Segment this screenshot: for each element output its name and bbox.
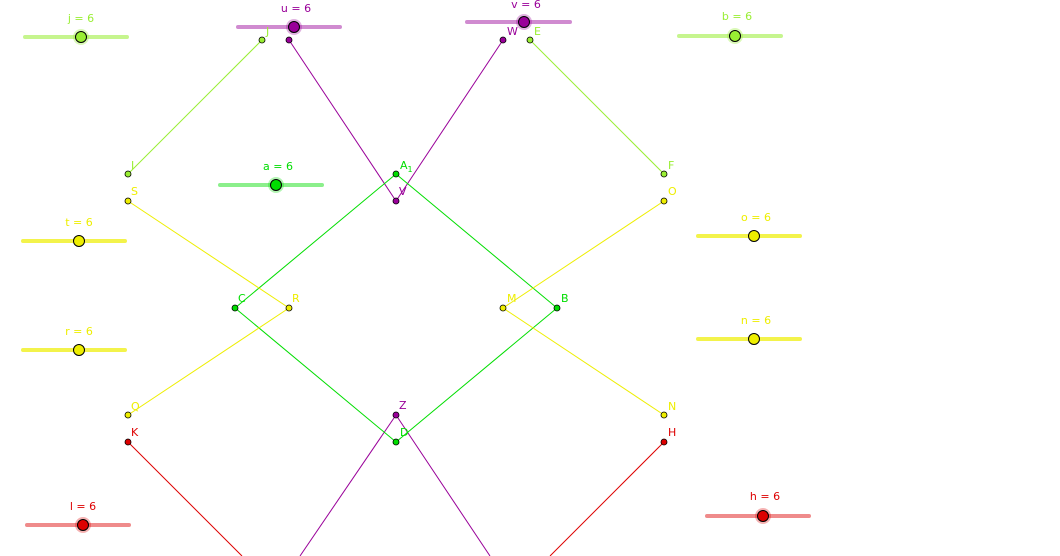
slider-knob[interactable] [748,333,760,345]
segment-a-c [234,173,397,309]
slider-u[interactable]: u = 6 [236,2,342,35]
point-z[interactable] [392,411,400,419]
slider-label: b = 6 [722,10,752,23]
label-i: I [131,159,134,172]
label-a1: A1 [400,159,413,174]
segment-j-i [127,39,263,175]
slider-o[interactable]: o = 6 [696,211,802,242]
slider-knob[interactable] [270,179,282,191]
label-w: W [507,25,518,38]
label-r: R [292,292,300,305]
slider-label: u = 6 [281,2,311,15]
slider-label: o = 6 [741,211,771,224]
segment-b-d [395,307,558,443]
label-h: H [668,426,676,439]
slider-b[interactable]: b = 6 [677,10,783,44]
label-f: F [668,159,674,172]
point-s[interactable] [124,197,132,205]
label-z: Z [399,399,407,412]
label-d: D [400,426,408,439]
label-j: J [265,25,269,38]
slider-j[interactable]: j = 6 [23,12,129,45]
segment-r-q [127,307,290,416]
slider-label: l = 6 [70,500,96,513]
slider-l[interactable]: l = 6 [25,500,131,533]
point-e[interactable] [526,36,534,44]
slider-label: j = 6 [67,12,94,25]
slider-r[interactable]: r = 6 [21,325,127,356]
point-b[interactable] [553,304,561,312]
point-f[interactable] [660,170,668,178]
slider-label: n = 6 [741,314,771,327]
label-b: B [561,292,569,305]
slider-label: v = 6 [511,0,541,11]
segment-k-bottom [127,441,243,556]
slider-knob[interactable] [729,30,741,42]
segment-s-r [127,200,290,309]
segment-z-left [299,414,397,556]
point-d[interactable] [392,438,400,446]
point-h[interactable] [660,438,668,446]
slider-knob[interactable] [73,235,85,247]
slider-label: r = 6 [65,325,93,338]
slider-knob[interactable] [518,16,530,28]
slider-knob[interactable] [77,519,89,531]
point-v[interactable] [392,197,400,205]
slider-t[interactable]: t = 6 [21,216,127,247]
segment-o-m [502,200,665,309]
segment-u-v [288,39,397,202]
slider-knob[interactable] [757,510,769,522]
slider-label: t = 6 [65,216,93,229]
point-n[interactable] [660,411,668,419]
point-q[interactable] [124,411,132,419]
point-c[interactable] [231,304,239,312]
slider-a[interactable]: a = 6 [218,160,324,193]
segment-m-n [502,307,665,416]
label-e: E [534,25,541,38]
point-a1[interactable] [392,170,400,178]
point-k[interactable] [124,438,132,446]
segment-h-bottom [549,441,665,556]
segment-e-f [529,39,665,175]
point-o[interactable] [660,197,668,205]
slider-knob[interactable] [748,230,760,242]
slider-n[interactable]: n = 6 [696,314,802,345]
slider-knob[interactable] [73,344,85,356]
slider-knob[interactable] [75,31,87,43]
point-u-end[interactable] [285,36,293,44]
label-c: C [238,292,246,305]
label-k: K [131,426,139,439]
label-q: Q [131,400,140,413]
slider-label: h = 6 [750,490,780,503]
point-m[interactable] [499,304,507,312]
segment-z-right [395,414,491,556]
point-w[interactable] [499,36,507,44]
label-o: O [668,185,677,198]
label-n: N [668,400,676,413]
slider-v[interactable]: v = 6 [465,0,572,30]
segment-a-b [395,173,558,309]
segment-c-d [234,307,397,443]
point-r[interactable] [285,304,293,312]
point-i[interactable] [124,170,132,178]
slider-label: a = 6 [263,160,293,173]
slider-knob[interactable] [288,21,300,33]
label-m: M [507,292,517,305]
point-j[interactable] [258,36,266,44]
slider-h[interactable]: h = 6 [705,490,811,524]
label-v: V [399,185,407,198]
segment-w-v [395,39,504,202]
label-s: S [131,185,138,198]
